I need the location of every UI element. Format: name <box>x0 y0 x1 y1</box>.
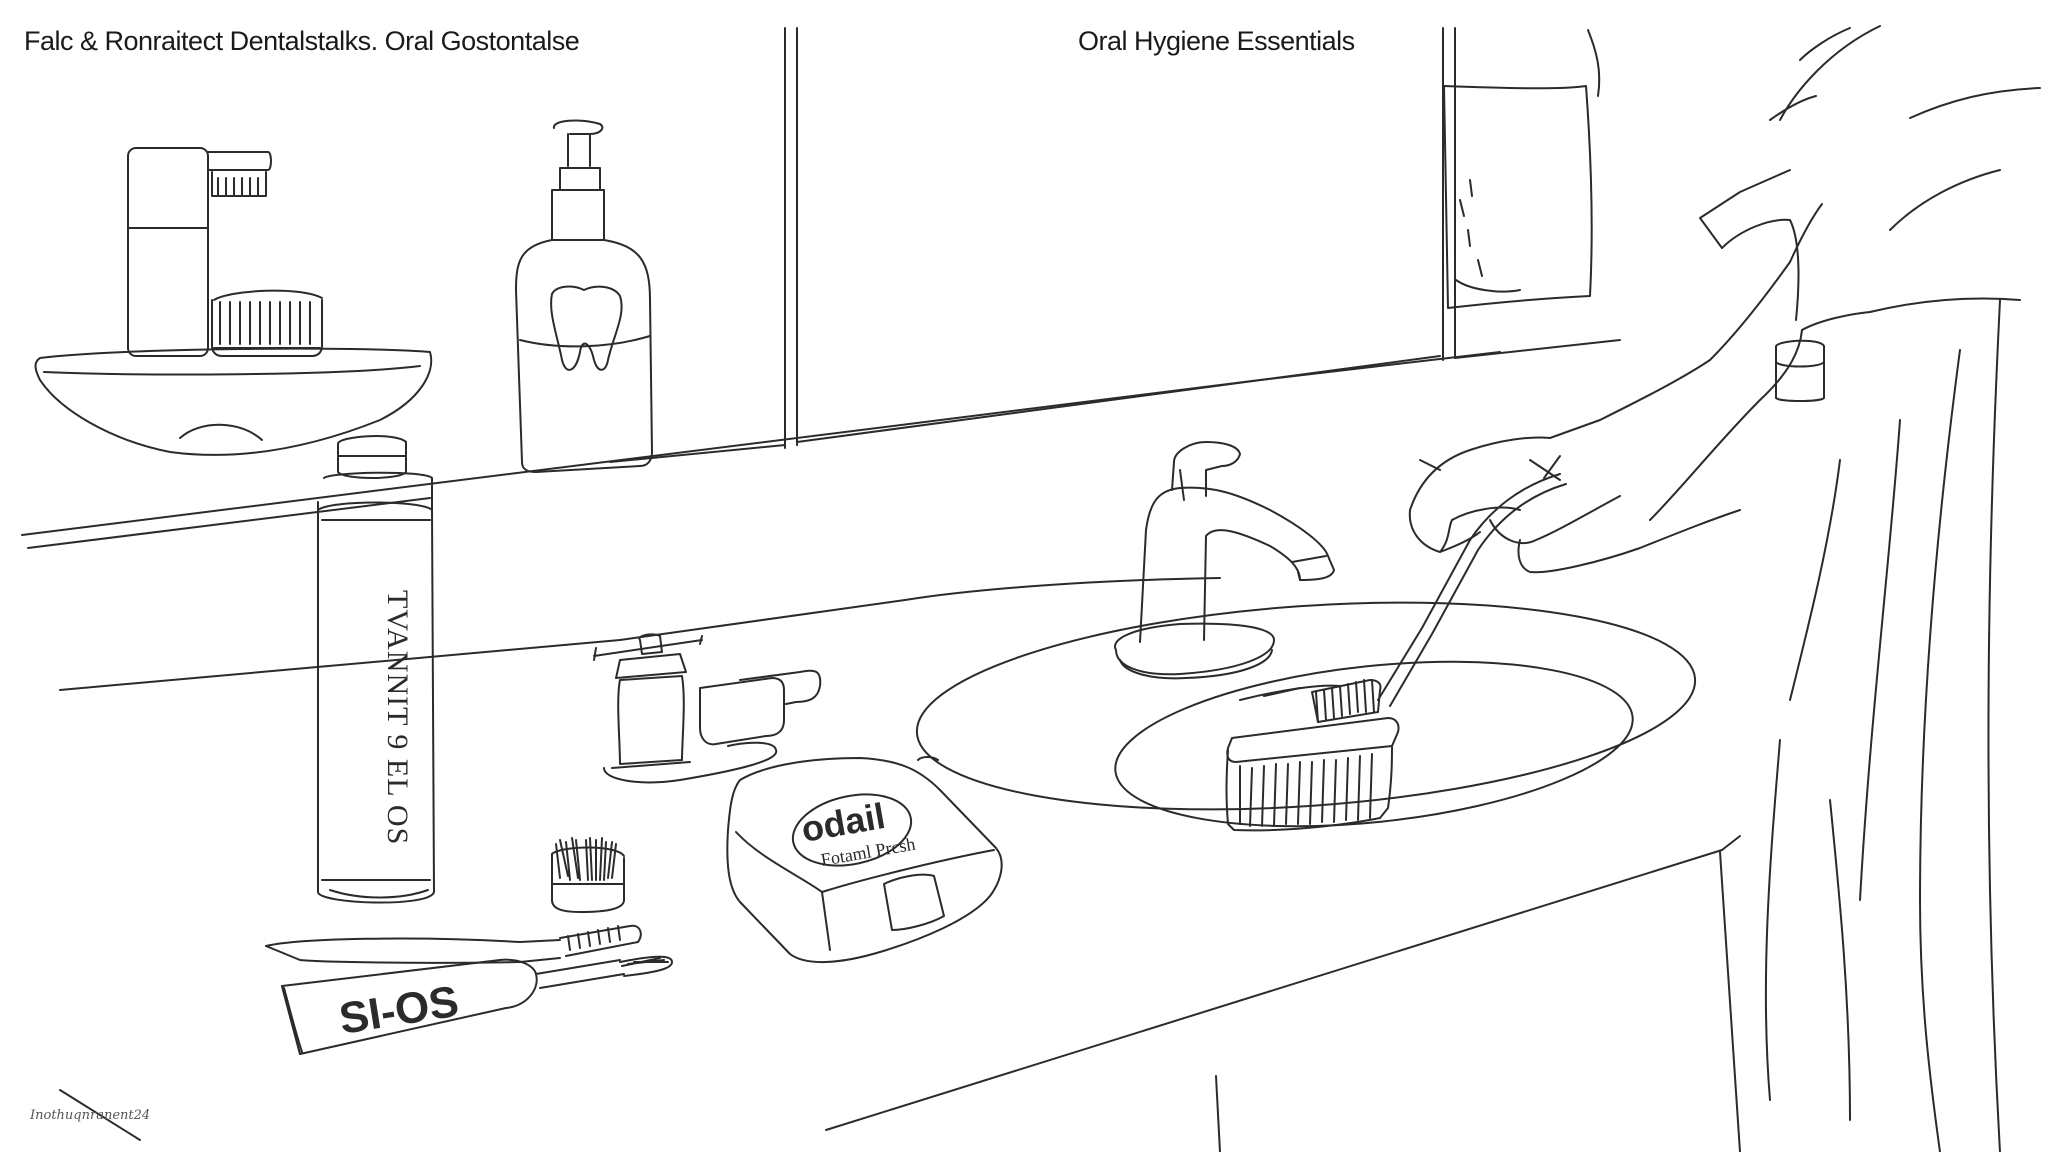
product-labels: TVANNIT 9 EL OS odail Fotaml Prcsh SI-OS <box>336 590 917 1044</box>
lying-toothbrush <box>266 926 641 963</box>
wall-shelf <box>36 349 432 455</box>
sketch-marks <box>1420 456 1560 480</box>
countertop <box>60 578 1740 1152</box>
brush-in-sink <box>1227 474 1567 830</box>
floss-case <box>727 757 1001 962</box>
top-right-caption: Oral Hygiene Essentials <box>1078 26 1355 56</box>
toothpaste-tube <box>282 957 672 1054</box>
person-arm <box>1410 26 2040 1152</box>
tall-tube-bottle <box>318 436 434 902</box>
faucet <box>1115 442 1334 678</box>
hanging-towel <box>1444 30 1599 308</box>
shelf-toothbrush-head <box>212 291 322 356</box>
countertop-dispenser <box>594 634 820 782</box>
toothpaste-tube-label: SI-OS <box>336 977 462 1044</box>
artist-signature: Inothuqnranent24 <box>30 1108 151 1123</box>
back-wall-edge <box>22 352 1500 690</box>
mirror-frame <box>610 28 1620 462</box>
shelf-dispenser <box>128 148 271 356</box>
sink-basin <box>910 579 1702 849</box>
upright-brush-head <box>552 838 624 912</box>
pump-bottle-tooth <box>516 121 652 472</box>
top-left-caption: Falc & Ronraitect Dentalstalks. Oral Gos… <box>24 26 580 56</box>
tall-tube-label: TVANNIT 9 EL OS <box>381 590 414 845</box>
back-jar <box>1776 341 1824 401</box>
